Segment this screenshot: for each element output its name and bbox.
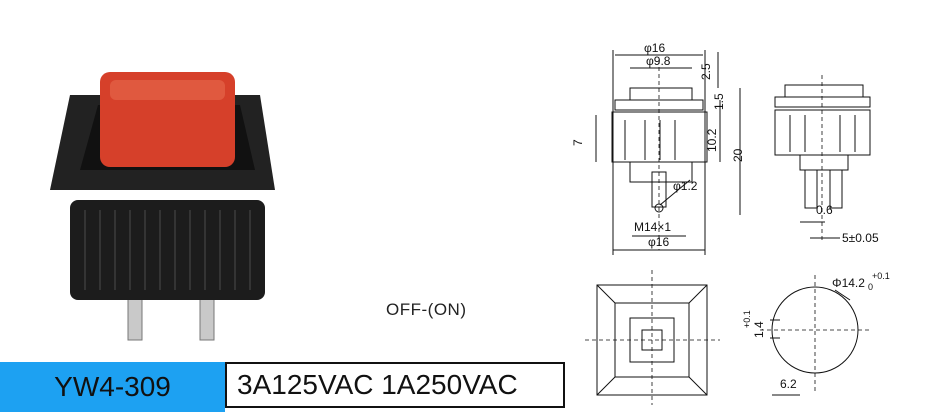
- dim-1-4-tol: +0.1: [742, 310, 752, 328]
- dim-0-6: 0.6: [816, 203, 833, 217]
- switch-mode-label: OFF-(ON): [386, 300, 467, 319]
- dim-phi14-2-tol2: 0: [868, 282, 873, 292]
- dim-phi16-bottom: φ16: [648, 235, 669, 249]
- rating-label: 3A125VAC 1A250VAC: [225, 362, 565, 408]
- dim-5: 5±0.05: [842, 231, 879, 245]
- dim-7: 7: [571, 139, 585, 146]
- dim-10-2: 10.2: [705, 128, 719, 152]
- dim-6-2: 6.2: [780, 377, 797, 391]
- model-label: YW4-309: [0, 362, 225, 412]
- dim-phi16-top: φ16: [644, 41, 665, 55]
- side-view-2-cap: [784, 84, 864, 98]
- switch-photo: [50, 72, 275, 341]
- technical-drawing: φ16 φ9.8 2.5 1.5 7 10.2 20 φ1.2 M14×1 φ1…: [571, 41, 890, 405]
- dim-phi14-2-tol: +0.1: [872, 271, 890, 281]
- dim-2-5: 2.5: [699, 63, 713, 80]
- dim-1-4: 1.4: [752, 321, 766, 338]
- dim-phi1-2: φ1.2: [673, 179, 698, 193]
- dim-20: 20: [731, 148, 745, 162]
- dim-m14: M14×1: [634, 220, 671, 234]
- dim-phi9-8: φ9.8: [646, 54, 671, 68]
- dim-phi14-2: Φ14.2: [832, 276, 865, 290]
- dim-1-5: 1.5: [712, 93, 726, 110]
- switch-body: [70, 200, 265, 300]
